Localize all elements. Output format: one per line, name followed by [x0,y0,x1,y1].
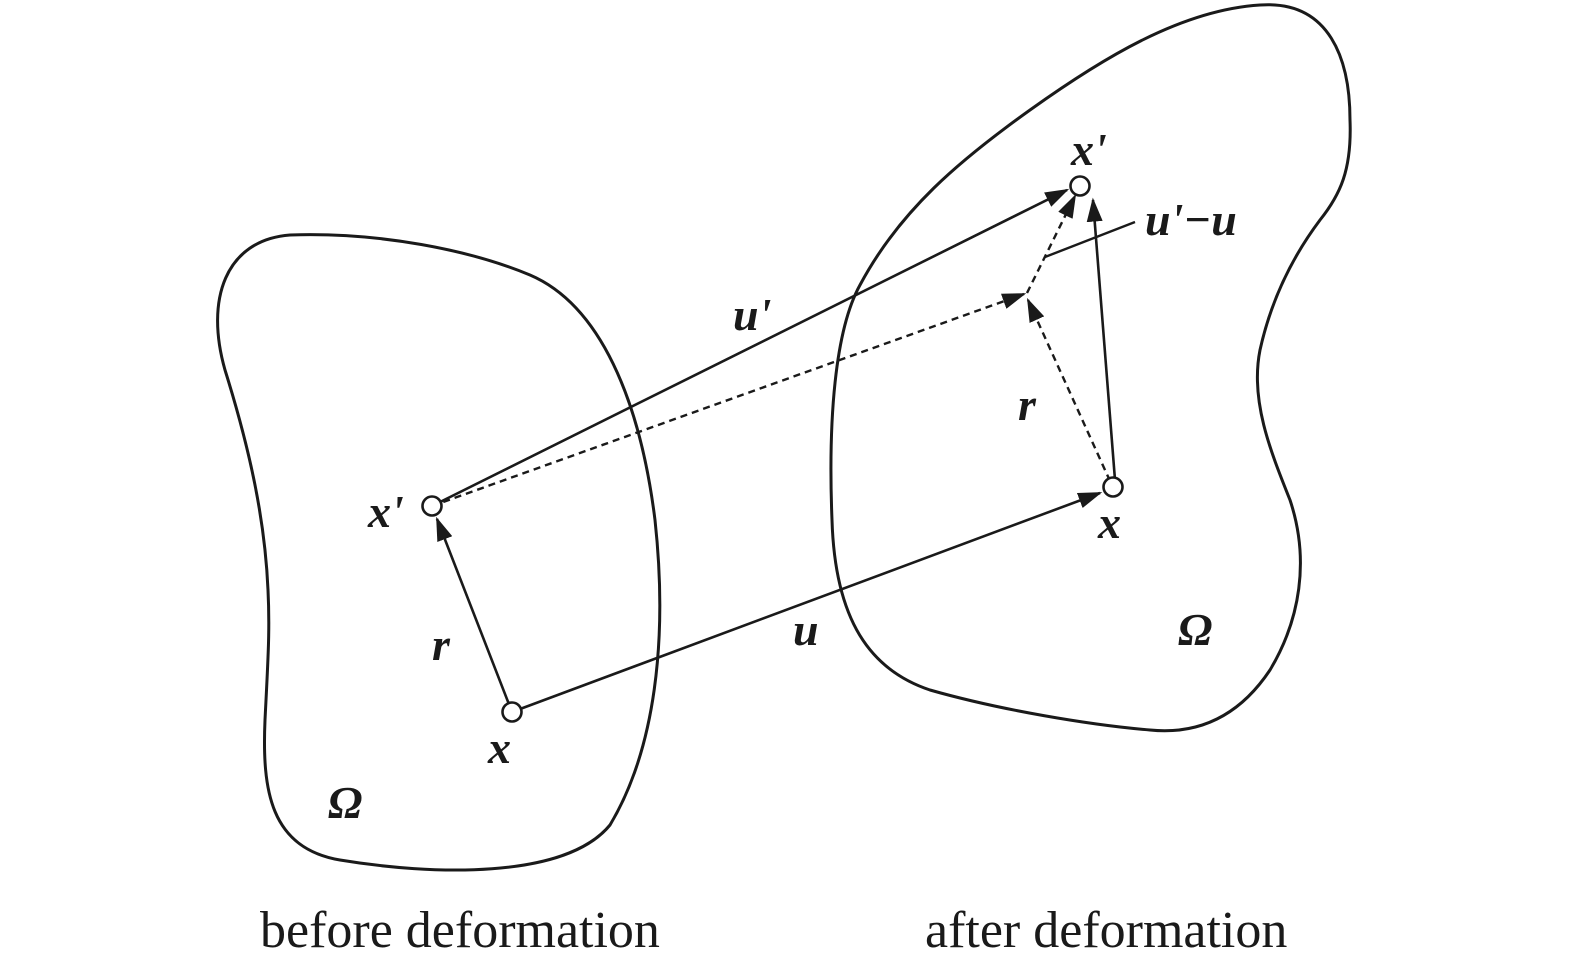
body-outline-after [829,3,1352,733]
label-omega-after: Ω [1178,604,1212,655]
node-x-before [501,701,523,723]
r-vector-after-dashed [1026,297,1112,482]
u-prime-vector [431,188,1070,508]
label-u-prime: u' [733,289,771,340]
label-u-diff: u'−u [1145,194,1237,245]
label-r-before: r [432,619,451,670]
caption-before-deformation: before deformation [260,902,660,959]
r-vector-after-solid [1086,197,1117,481]
label-x-before: x [487,722,511,773]
u-diff-leader [1044,220,1136,259]
node-x-prime-after [1069,175,1091,197]
u-vector [511,491,1103,714]
r-vector-before [435,516,514,713]
label-x-prime-after: x' [1070,124,1107,175]
label-x-after: x [1097,497,1121,548]
u-diff-vector-dashed [1025,193,1077,294]
caption-after-deformation: after deformation [925,902,1287,959]
label-x-prime-before: x' [367,486,404,537]
label-omega-before: Ω [328,777,362,828]
label-r-after: r [1018,379,1037,430]
node-x-after [1102,476,1124,498]
label-u: u [793,604,819,655]
node-x-prime-before [421,495,443,517]
u-vector-shifted-dashed [431,292,1027,508]
body-outline-before [216,233,662,872]
